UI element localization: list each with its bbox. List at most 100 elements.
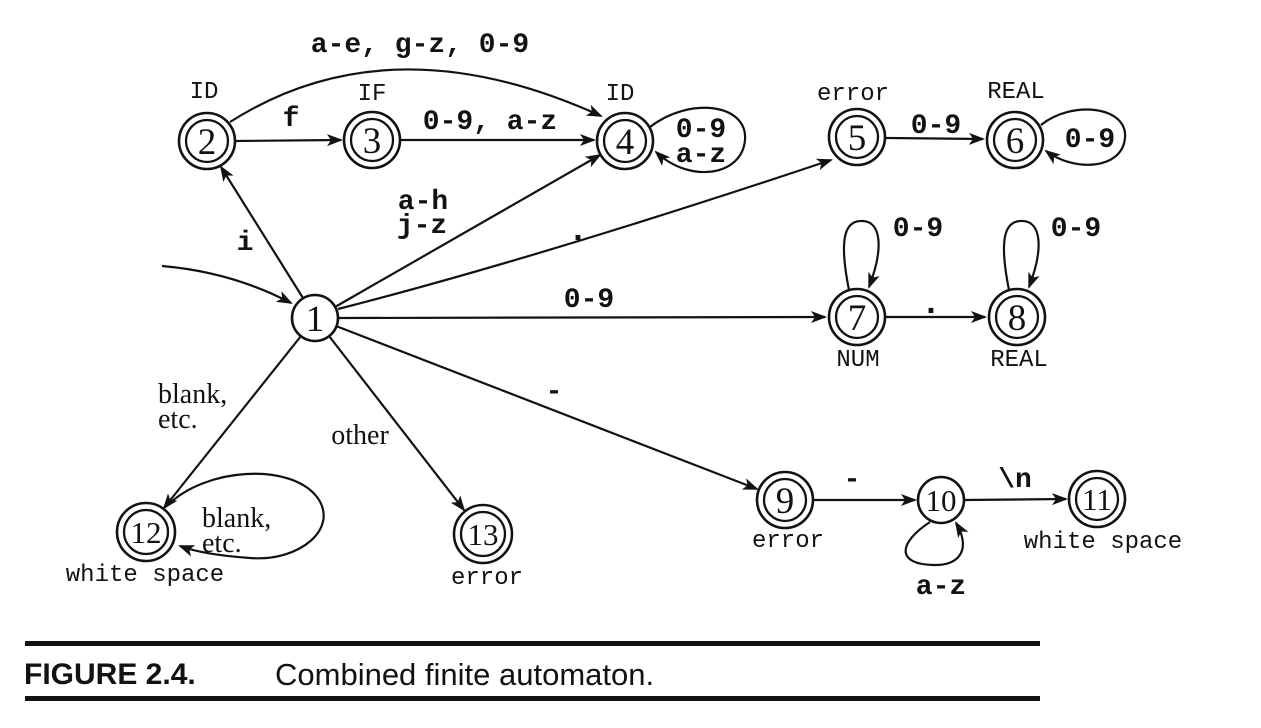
edge-1-to-4	[334, 154, 602, 308]
edge-1-to-2	[219, 165, 304, 299]
state-9-name: error	[752, 528, 824, 555]
edge-2-to-3	[235, 134, 343, 147]
state-2-outer-ring	[177, 111, 237, 171]
state-5: 5 error	[817, 81, 889, 167]
edge-12-self-loop-label-line2: etc.	[202, 528, 242, 559]
state-9-outer-ring	[755, 470, 815, 530]
edge-1-to-9-label: -	[546, 377, 563, 408]
edge-10-to-11	[964, 493, 1068, 506]
edge-3-to-4-label: 0-9, a-z	[423, 107, 557, 138]
state-7-inner-ring	[834, 294, 880, 340]
state-8: 8 REAL	[987, 287, 1048, 374]
edge-10-self-loop	[904, 521, 969, 567]
edge-1-to-12-label-line2: etc.	[158, 404, 198, 435]
edge-4-self-loop	[649, 106, 747, 174]
state-12: 12 white space	[66, 501, 224, 589]
edges-layer: i f a-e, g-z, 0-9 0-9, a-z 0-9 a-z a-h j…	[158, 30, 1127, 603]
state-6-inner-ring	[992, 117, 1038, 163]
states-layer: 1 2 ID 3 IF 4 ID 5 error	[66, 79, 1182, 592]
caption-rule-bottom	[25, 696, 1040, 701]
state-13-inner-ring	[459, 510, 507, 558]
state-13-outer-ring	[452, 503, 514, 565]
state-8-number: 8	[1008, 298, 1027, 339]
state-8-inner-ring	[994, 294, 1040, 340]
state-12-name: white space	[66, 562, 224, 589]
state-6: 6 REAL	[985, 79, 1045, 170]
edge-2-to-4-label: a-e, g-z, 0-9	[311, 30, 529, 61]
edge-1-to-5-label: .	[568, 213, 588, 251]
edge-1-to-9	[335, 324, 759, 491]
state-7-number: 7	[848, 298, 867, 339]
state-8-name: REAL	[990, 347, 1048, 374]
edge-4-self-loop-label-line1: 0-9	[676, 115, 726, 146]
edge-7-self-loop	[842, 219, 880, 291]
figure-caption: FIGURE 2.4. Combined finite automaton.	[24, 641, 1040, 701]
state-4-outer-ring	[595, 111, 655, 171]
state-12-outer-ring	[115, 501, 177, 563]
edge-start-to-1	[161, 264, 293, 304]
edge-5-to-6	[885, 132, 985, 145]
state-11-outer-ring	[1067, 469, 1127, 529]
edge-1-to-13-label: other	[331, 420, 389, 451]
state-9: 9 error	[752, 470, 824, 555]
figure-number: FIGURE 2.4.	[24, 658, 196, 691]
edge-9-to-10-label: -	[844, 465, 861, 496]
state-6-outer-ring	[985, 110, 1045, 170]
edge-8-self-loop	[1002, 219, 1040, 291]
edge-10-to-11-label: \n	[998, 465, 1032, 496]
state-3-outer-ring	[342, 110, 402, 170]
state-1: 1	[290, 293, 340, 343]
state-3: 3 IF	[342, 81, 402, 170]
state-2: 2 ID	[177, 79, 237, 171]
edge-2-to-4	[229, 68, 603, 123]
edge-1-to-5	[337, 158, 833, 311]
edge-1-to-4-label-line2: j-z	[397, 211, 447, 242]
state-11-name: white space	[1024, 529, 1182, 556]
state-13-number: 13	[468, 517, 499, 552]
state-5-inner-ring	[834, 114, 880, 160]
figure-title: Combined finite automaton.	[275, 657, 654, 692]
edge-6-self-loop	[1040, 108, 1127, 166]
state-13-name: error	[451, 565, 523, 592]
edge-4-self-loop-label-line2: a-z	[676, 140, 726, 171]
state-3-name: IF	[358, 81, 387, 108]
state-3-number: 3	[363, 121, 382, 162]
state-13: 13 error	[451, 503, 523, 592]
state-11: 11 white space	[1024, 469, 1182, 556]
state-3-inner-ring	[349, 117, 395, 163]
state-2-name: ID	[190, 79, 219, 106]
state-10-number: 10	[926, 483, 957, 518]
state-2-inner-ring	[184, 118, 230, 164]
state-4-name: ID	[606, 81, 635, 108]
state-7-outer-ring	[827, 287, 887, 347]
state-7: 7 NUM	[827, 287, 887, 374]
edge-7-to-8-label: .	[921, 286, 941, 324]
edge-1-to-7-label: 0-9	[564, 285, 614, 316]
state-1-number: 1	[306, 299, 325, 340]
state-4-inner-ring	[602, 118, 648, 164]
state-1-circle	[290, 293, 340, 343]
caption-rule-top	[25, 641, 1040, 646]
edge-1-to-7	[338, 311, 827, 324]
edge-8-self-loop-label: 0-9	[1051, 214, 1101, 245]
edge-10-self-loop-label: a-z	[916, 572, 966, 603]
edge-1-to-12	[162, 335, 302, 510]
state-5-name: error	[817, 81, 889, 108]
state-9-inner-ring	[762, 477, 808, 523]
state-10: 10	[916, 475, 966, 525]
state-12-number: 12	[131, 515, 162, 550]
state-2-number: 2	[198, 122, 217, 163]
state-4-number: 4	[616, 122, 635, 163]
edge-12-self-loop-label-line1: blank,	[202, 503, 271, 534]
state-9-number: 9	[776, 481, 795, 522]
edge-1-to-12-label-line1: blank,	[158, 379, 227, 410]
state-12-inner-ring	[122, 508, 170, 556]
edge-2-to-3-label: f	[283, 104, 300, 135]
state-6-name: REAL	[987, 79, 1045, 106]
edge-1-to-2-label: i	[237, 228, 254, 259]
state-4: 4 ID	[595, 81, 655, 171]
state-10-circle	[916, 475, 966, 525]
edge-1-to-13	[328, 335, 466, 512]
